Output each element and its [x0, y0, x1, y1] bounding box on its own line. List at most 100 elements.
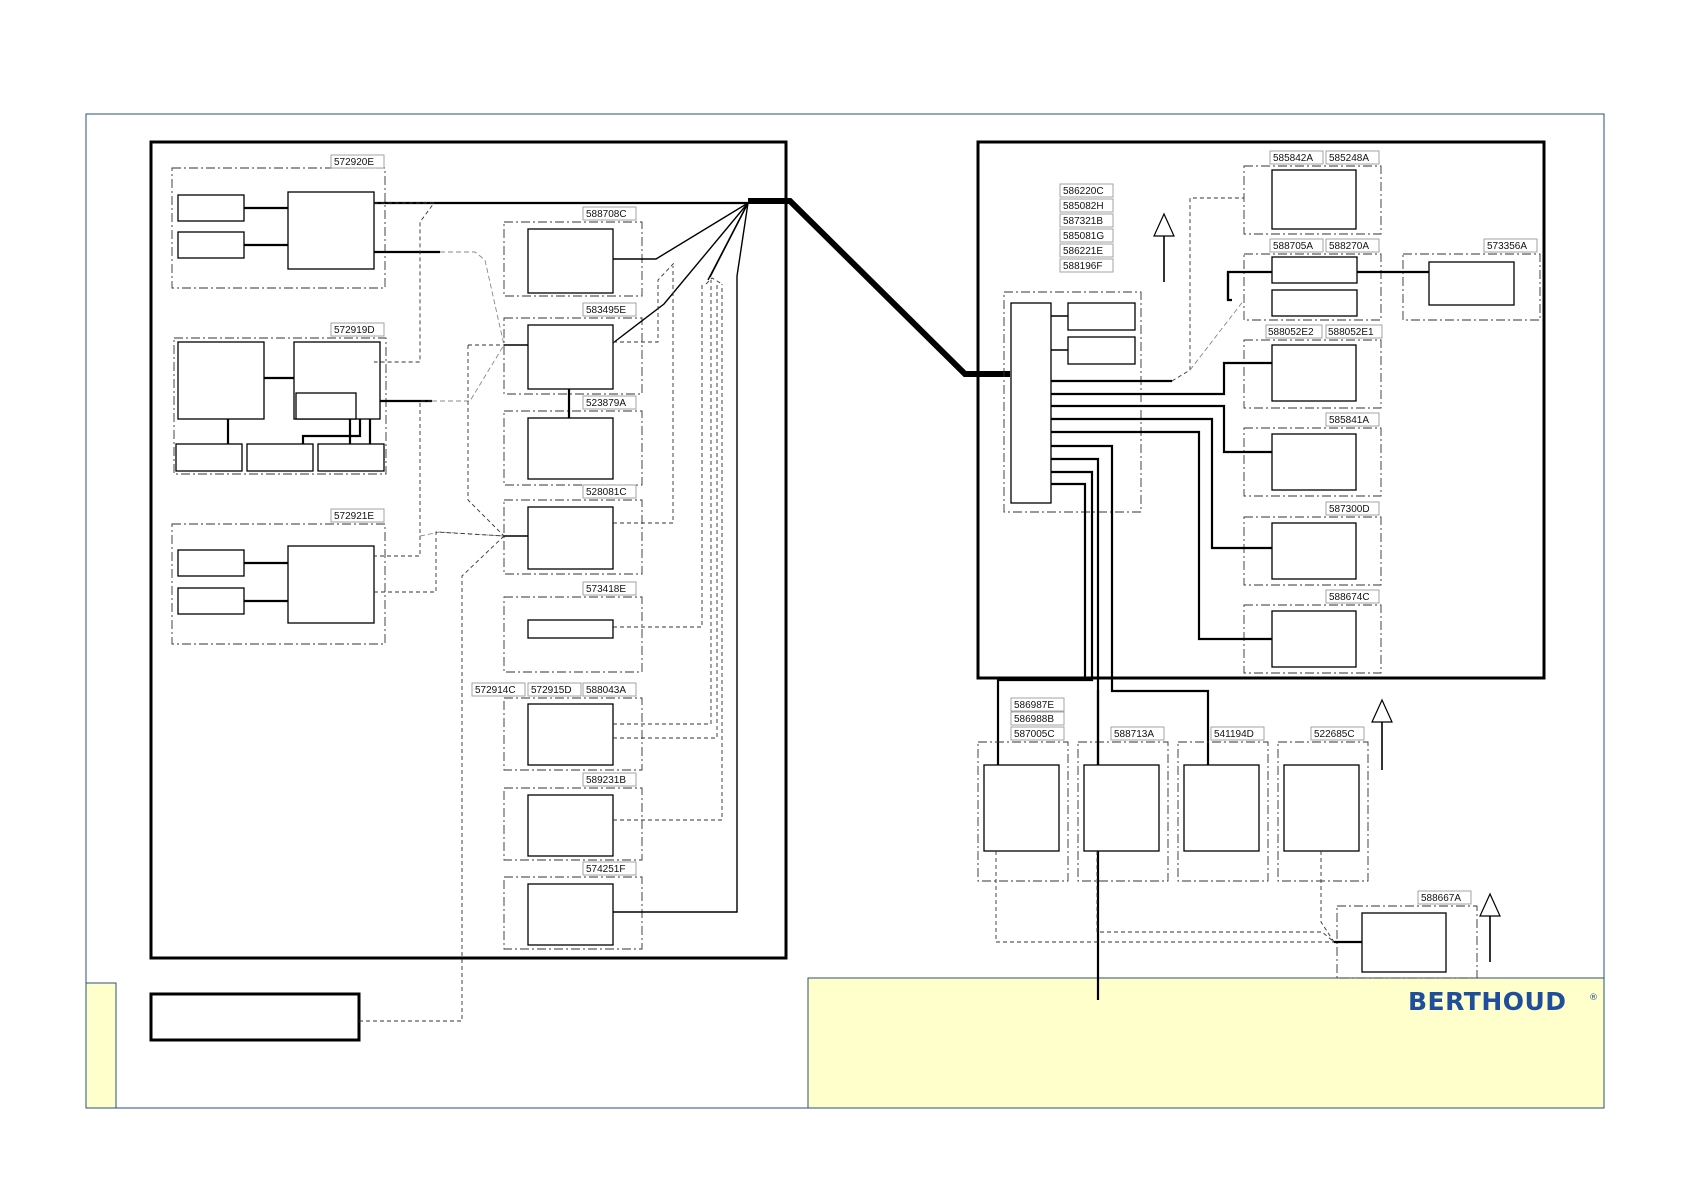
tag-541194D: 541194D: [1210, 726, 1265, 741]
tag-586987E: 586987E: [1010, 697, 1065, 712]
svg-text:586221E: 586221E: [1063, 246, 1103, 257]
tag-588270A: 588270A: [1325, 238, 1380, 253]
tag-588052E2: 588052E2: [1265, 324, 1323, 339]
svg-text:572914C: 572914C: [475, 685, 516, 696]
right-wiring: [996, 197, 1272, 1000]
brand-logo: BERTHOUD ®: [1408, 987, 1598, 1016]
svg-text:573418E: 573418E: [586, 584, 626, 595]
brand-name: BERTHOUD: [1408, 987, 1567, 1016]
svg-text:522685C: 522685C: [1314, 729, 1355, 740]
svg-text:589231B: 589231B: [586, 775, 626, 786]
svg-text:588052E1: 588052E1: [1328, 327, 1374, 338]
svg-text:588713A: 588713A: [1114, 729, 1154, 740]
svg-text:588052E2: 588052E2: [1268, 327, 1314, 338]
tag-573418E: 573418E: [582, 581, 637, 596]
svg-text:585081G: 585081G: [1063, 231, 1104, 242]
svg-text:574251F: 574251F: [586, 864, 625, 875]
svg-text:572921E: 572921E: [334, 511, 374, 522]
group-573356A: [1357, 253, 1541, 321]
group-588674C: [1243, 604, 1382, 674]
tag-589231B: 589231B: [582, 772, 637, 787]
group-588705A: [1243, 253, 1382, 321]
svg-text:588667A: 588667A: [1421, 893, 1461, 904]
group-588667A: [1336, 905, 1478, 979]
svg-text:572920E: 572920E: [334, 157, 374, 168]
group-541194D: [1177, 741, 1269, 882]
svg-text:583495E: 583495E: [586, 305, 626, 316]
group-588708C: [503, 221, 643, 297]
brand-mark: ®: [1589, 993, 1598, 1003]
group-583495E: [503, 317, 643, 395]
tag-586221E: 586221E: [1059, 243, 1114, 258]
svg-text:586987E: 586987E: [1014, 700, 1054, 711]
tag-labels: 572920E 572919D 572921E 588708C 583495E …: [330, 150, 1538, 905]
tag-523879A: 523879A: [582, 395, 637, 410]
tag-588196F: 588196F: [1059, 258, 1114, 273]
svg-text:587321B: 587321B: [1063, 216, 1103, 227]
tag-586220C: 586220C: [1059, 183, 1114, 198]
tag-583495E: 583495E: [582, 302, 637, 317]
tag-585842A: 585842A: [1269, 150, 1324, 165]
group-588052E: [1243, 339, 1382, 409]
title-block: [807, 977, 1605, 1109]
tag-588052E1: 588052E1: [1325, 324, 1383, 339]
svg-text:572915D: 572915D: [531, 685, 572, 696]
right-cabinet: [976, 140, 1546, 680]
tag-588043A: 588043A: [582, 682, 637, 697]
svg-text:586988B: 586988B: [1014, 714, 1054, 725]
svg-text:588708C: 588708C: [586, 209, 627, 220]
tag-573356A: 573356A: [1483, 238, 1538, 253]
group-589231B: [503, 787, 643, 861]
svg-text:541194D: 541194D: [1214, 729, 1254, 740]
up-arrow-icon: [1371, 698, 1393, 770]
group-585842A: [1243, 165, 1382, 235]
tag-588667A: 588667A: [1417, 890, 1472, 905]
tag-588713A: 588713A: [1110, 726, 1165, 741]
terminal-block-group: [1003, 291, 1142, 513]
group-573418E: [503, 596, 643, 673]
tag-572914C: 572914C: [471, 682, 526, 697]
margin-strip: [85, 982, 117, 1109]
svg-text:586220C: 586220C: [1063, 186, 1104, 197]
svg-text:585842A: 585842A: [1273, 153, 1313, 164]
svg-text:585248A: 585248A: [1329, 153, 1369, 164]
tag-574251F: 574251F: [582, 861, 637, 876]
tag-585081G: 585081G: [1059, 228, 1114, 243]
group-574251F: [503, 876, 643, 950]
tag-585082H: 585082H: [1059, 198, 1114, 213]
bottom-left-module: [149, 992, 361, 1042]
tag-588674C: 588674C: [1325, 589, 1380, 604]
svg-text:585082H: 585082H: [1063, 201, 1104, 212]
tag-587005C: 587005C: [1010, 726, 1065, 741]
tag-572915D: 572915D: [527, 682, 582, 697]
left-wiring: [359, 201, 749, 1022]
svg-text:573356A: 573356A: [1487, 241, 1527, 252]
svg-text:588043A: 588043A: [586, 685, 626, 696]
svg-text:523879A: 523879A: [586, 398, 626, 409]
group-586987E: [977, 741, 1069, 882]
tag-586988B: 586988B: [1010, 711, 1065, 726]
main-trunk-cable: [748, 198, 1010, 377]
group-588043A: [503, 697, 643, 771]
group-572921E: [171, 523, 386, 645]
group-528081C: [503, 499, 643, 575]
svg-text:572919D: 572919D: [334, 325, 375, 336]
group-523879A: [503, 389, 643, 486]
tag-588705A: 588705A: [1269, 238, 1324, 253]
tag-572921E: 572921E: [330, 508, 385, 523]
group-587300D: [1243, 516, 1382, 586]
svg-text:585841A: 585841A: [1329, 415, 1369, 426]
tag-572919D: 572919D: [330, 322, 385, 337]
up-arrow-icon: [1153, 212, 1175, 282]
svg-text:588270A: 588270A: [1329, 241, 1369, 252]
group-522685C: [1277, 741, 1369, 882]
tag-588708C: 588708C: [582, 206, 637, 221]
group-572920E: [171, 167, 386, 289]
group-585841A: [1243, 427, 1382, 497]
svg-text:588674C: 588674C: [1329, 592, 1370, 603]
tag-528081C: 528081C: [582, 484, 637, 499]
svg-text:587300D: 587300D: [1329, 504, 1370, 515]
tag-587321B: 587321B: [1059, 213, 1114, 228]
tag-572920E: 572920E: [330, 154, 385, 169]
svg-text:588705A: 588705A: [1273, 241, 1313, 252]
